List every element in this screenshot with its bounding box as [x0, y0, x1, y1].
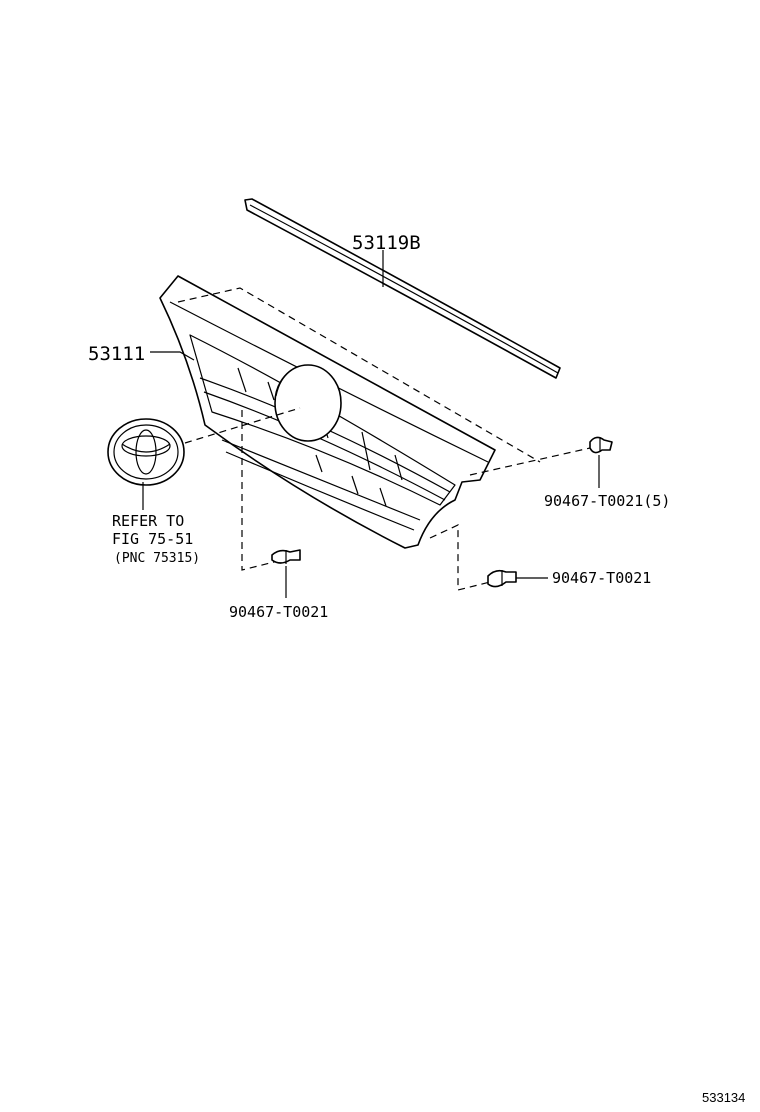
callout-53119B: 53119B: [352, 232, 421, 254]
callout-clip-lower-left: 90467-T0021: [229, 603, 328, 621]
clip-icon-right[interactable]: [589, 436, 613, 454]
callout-53111: 53111: [88, 343, 145, 365]
radiator-grille-53111[interactable]: [159, 275, 496, 549]
emblem-note-line1: REFER TO: [112, 512, 184, 530]
emblem-note-line2: FIG 75-51: [112, 530, 193, 548]
callout-clip-lower-right: 90467-T0021: [552, 569, 651, 587]
clip-icon-lower-right[interactable]: [487, 569, 517, 588]
assembly-dashed-lines: [177, 287, 591, 591]
emblem-note-line3: (PNC 75315): [114, 551, 200, 566]
grille-molding-53119B[interactable]: [244, 198, 561, 379]
callout-clip-right: 90467-T0021(5): [544, 492, 670, 510]
clip-icon-lower-left[interactable]: [271, 549, 301, 564]
diagram-id: 533134: [702, 1090, 745, 1105]
toyota-emblem-icon[interactable]: [107, 418, 185, 486]
leader-lines: [142, 250, 600, 598]
